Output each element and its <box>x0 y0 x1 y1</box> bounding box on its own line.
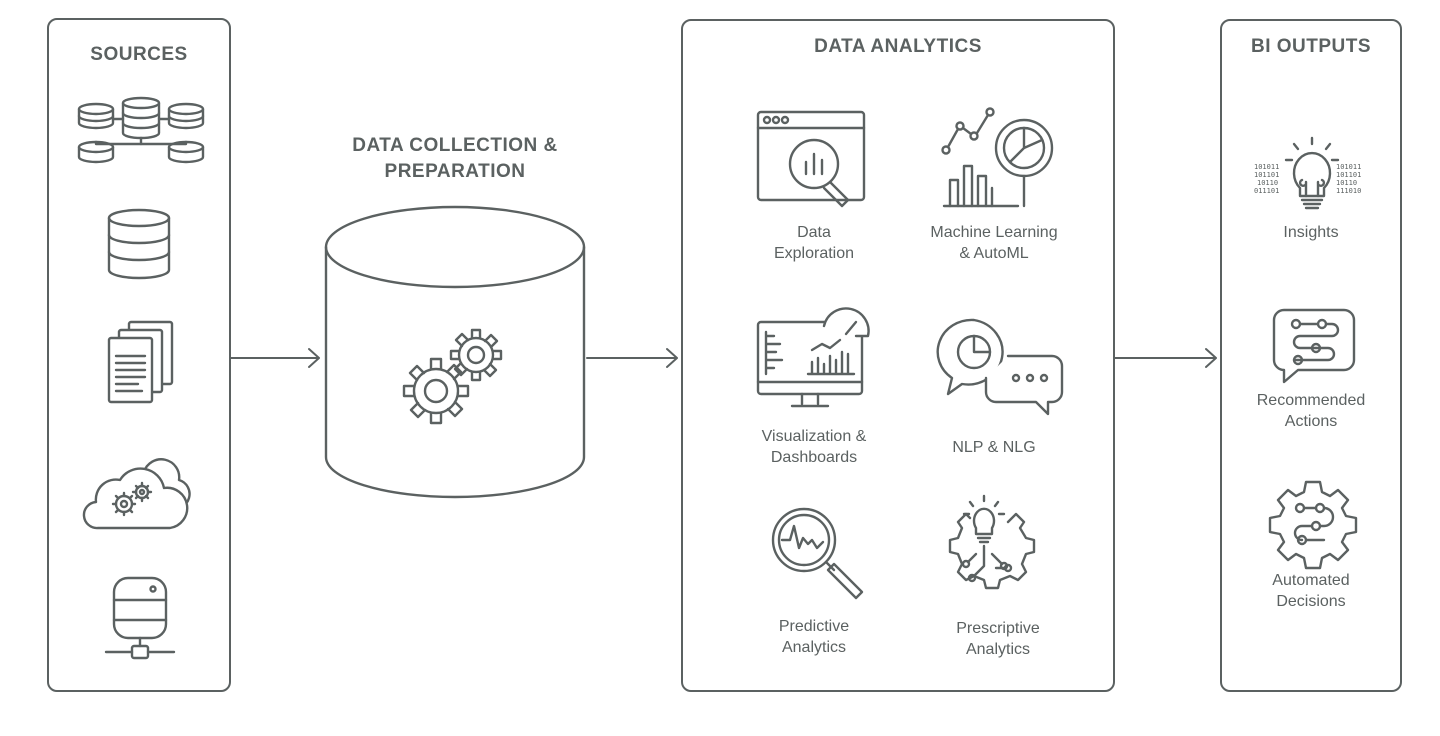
analytics-item-label: Visualization & Dashboards <box>761 428 867 466</box>
arrow-collection-to-analytics <box>586 348 678 368</box>
binary-text-left: 10110 <box>1257 179 1278 187</box>
automated-decisions-gear-icon <box>1268 480 1358 570</box>
chat-bubbles-icon <box>936 318 1064 416</box>
arrow-analytics-to-outputs <box>1113 348 1217 368</box>
analytics-item-label: Data Exploration <box>773 224 855 262</box>
distributed-database-icon <box>77 96 205 164</box>
collection-title-line2: PREPARATION <box>384 161 526 182</box>
outputs-item-label: Recommended Actions <box>1256 392 1366 430</box>
analytics-item-label: Prescriptive Analytics <box>956 620 1040 658</box>
database-icon <box>107 208 171 280</box>
analytics-title: DATA ANALYTICS <box>814 36 982 57</box>
data-collection-cylinder <box>324 205 586 499</box>
outputs-title: BI OUTPUTS <box>1250 36 1372 57</box>
binary-text-left: 101101 <box>1254 171 1279 179</box>
server-icon <box>104 576 176 660</box>
predictive-analytics-icon <box>771 507 864 600</box>
outputs-panel <box>1220 19 1402 692</box>
sources-title: SOURCES <box>90 44 188 65</box>
analytics-item-label: NLP & NLG <box>952 439 1036 456</box>
binary-text-right: 101101 <box>1336 171 1361 179</box>
outputs-item-label: Automated Decisions <box>1272 572 1350 610</box>
machine-learning-icon <box>941 107 1054 208</box>
cloud-gears-icon <box>82 458 191 530</box>
binary-text-right: 111010 <box>1336 187 1361 195</box>
analytics-item-label: Machine Learning & AutoML <box>930 224 1058 262</box>
prescriptive-analytics-icon <box>948 494 1036 590</box>
lightbulb-insights-icon: 101011 101101 10110 011101 101011 101101… <box>1254 136 1361 210</box>
recommended-actions-icon <box>1272 308 1356 384</box>
analytics-item-label: Predictive Analytics <box>778 618 850 656</box>
documents-icon <box>107 320 174 404</box>
binary-text-left: 011101 <box>1254 187 1279 195</box>
collection-title-line1: DATA COLLECTION & <box>352 135 558 156</box>
arrow-sources-to-collection <box>230 348 320 368</box>
binary-text-right: 10110 <box>1336 179 1357 187</box>
outputs-item-label: Insights <box>1283 224 1339 241</box>
binary-text-right: 101011 <box>1336 163 1361 171</box>
data-exploration-icon <box>756 110 866 208</box>
dashboard-monitor-icon <box>756 307 870 408</box>
gears-icon <box>402 328 503 425</box>
binary-text-left: 101011 <box>1254 163 1279 171</box>
